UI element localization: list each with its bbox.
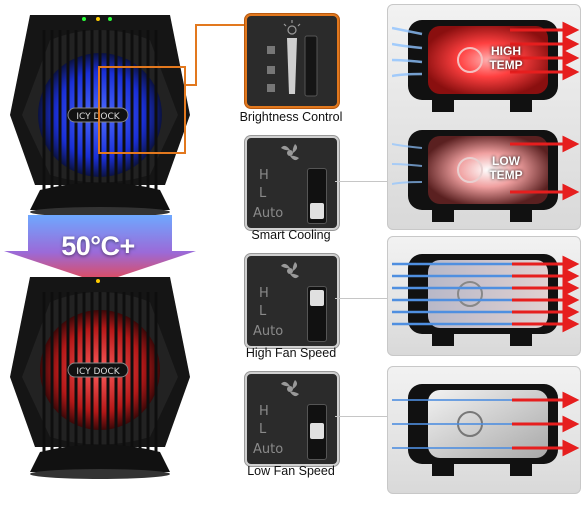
connector-high <box>335 298 387 299</box>
connector-low <box>335 416 387 417</box>
brightness-control-switch[interactable] <box>245 14 339 108</box>
enclosure-blue-fan: ICY DOCK <box>10 15 190 217</box>
switch-low-label: L <box>259 422 267 437</box>
high-temp-label: HIGH TEMP <box>489 44 523 72</box>
low-fan-speed-switch[interactable]: H L Auto <box>245 372 339 466</box>
drive-low-temp <box>392 130 580 222</box>
low-temp-label: LOW TEMP <box>489 154 523 182</box>
brightness-slider-graphic <box>267 20 318 97</box>
low-fan-speed-label: Low Fan Speed <box>247 464 335 478</box>
drive-low-fan <box>392 384 580 476</box>
switch-knob-auto[interactable] <box>310 203 324 219</box>
fan-icon <box>281 380 299 397</box>
temperature-arrow <box>4 215 196 283</box>
switch-track <box>307 404 327 460</box>
high-fan-speed-label: High Fan Speed <box>245 346 337 360</box>
switch-knob-low[interactable] <box>310 423 324 439</box>
switch-high-label: H <box>259 286 269 301</box>
switch-auto-label: Auto <box>253 442 284 457</box>
brightness-highlight-frame <box>98 66 186 154</box>
drive-high-fan <box>392 254 580 346</box>
smart-cooling-label: Smart Cooling <box>251 228 331 242</box>
fan-icon <box>281 144 299 161</box>
switch-knob-high[interactable] <box>310 290 324 306</box>
switch-high-label: H <box>259 168 269 183</box>
fan-icon <box>281 262 299 279</box>
enclosure-red-fan: ICY DOCK <box>10 277 190 479</box>
brightness-control-label: Brightness Control <box>239 110 343 124</box>
switch-low-label: L <box>259 304 267 319</box>
temperature-threshold-text: 50°C+ <box>61 231 135 261</box>
drive-high-temp <box>392 20 580 112</box>
switch-auto-label: Auto <box>253 206 284 221</box>
brand-logo-bottom: ICY DOCK <box>76 367 120 377</box>
smart-cooling-switch[interactable]: H L Auto <box>245 136 339 230</box>
high-fan-speed-switch[interactable]: H L Auto <box>245 254 339 348</box>
switch-low-label: L <box>259 186 267 201</box>
connector-smart <box>335 181 387 182</box>
switch-high-label: H <box>259 404 269 419</box>
brightness-connector <box>186 24 246 86</box>
switch-auto-label: Auto <box>253 324 284 339</box>
switch-track <box>307 168 327 224</box>
switch-track <box>307 286 327 342</box>
